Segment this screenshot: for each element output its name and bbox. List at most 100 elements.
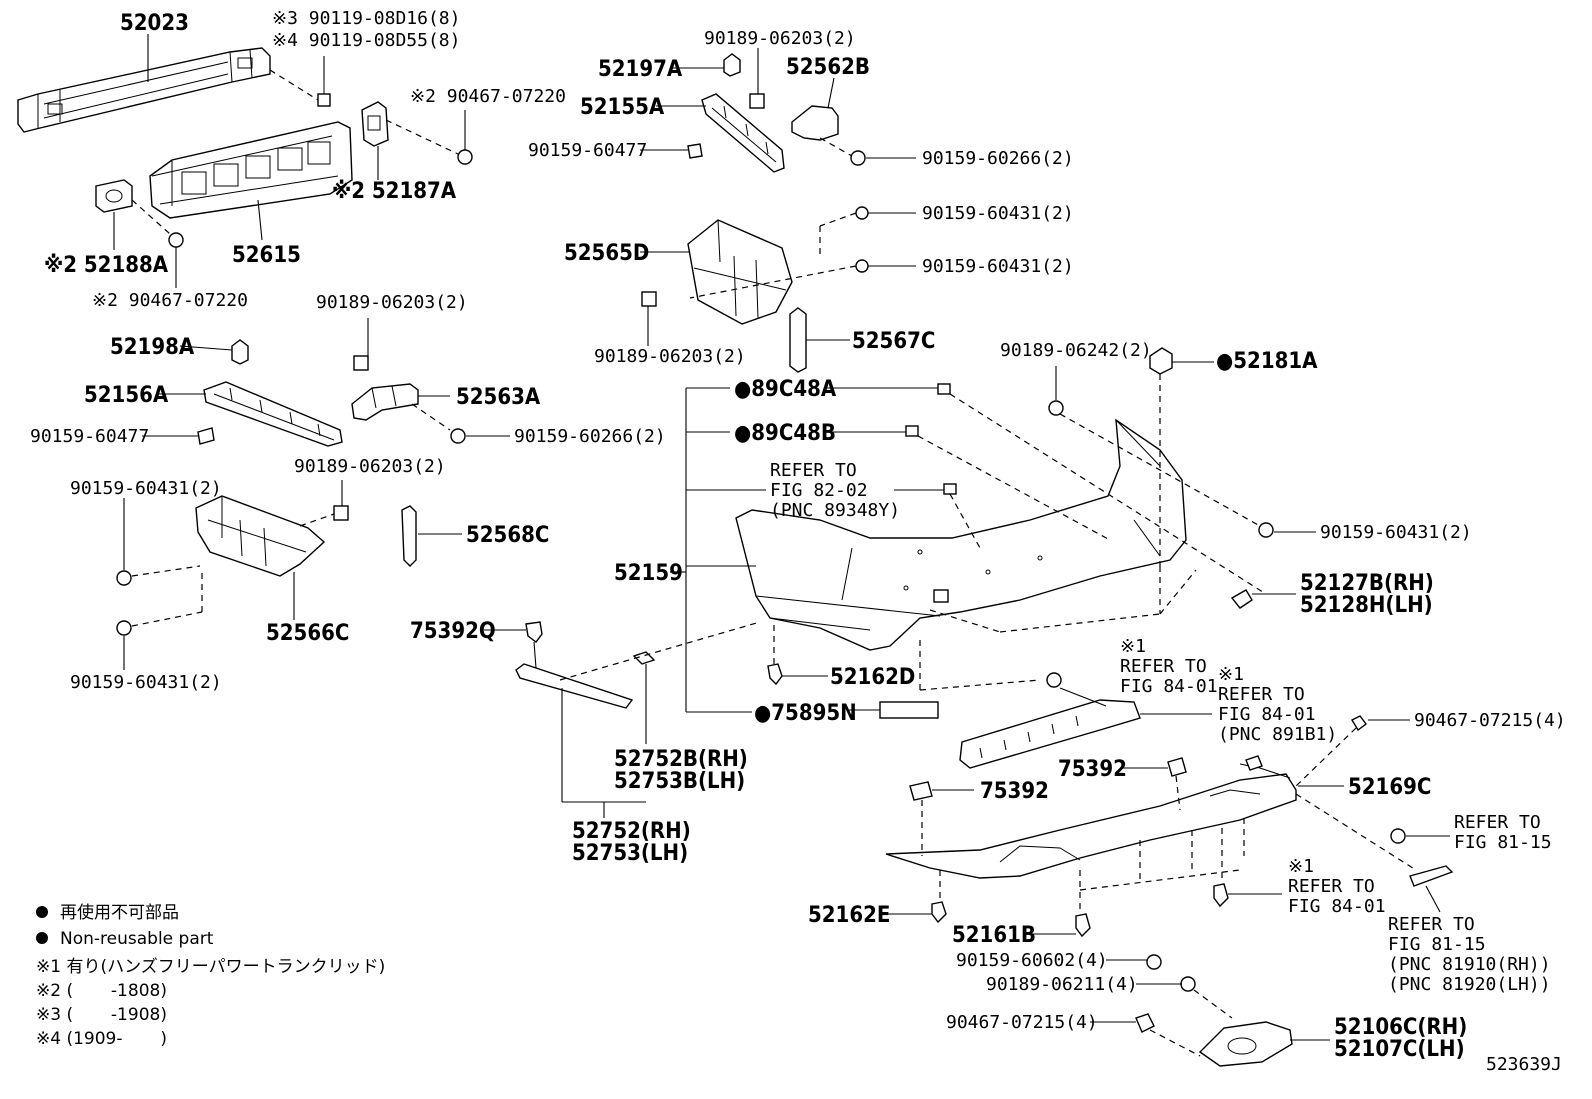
label-52188A: ※2 52188A (44, 253, 169, 278)
label-ref-84-01-a3: FIG 84-01 (1120, 676, 1218, 697)
label-90119-08D16: ※3 90119-08D16(8) (272, 8, 460, 29)
label-52615: 52615 (232, 243, 301, 268)
legend-non-reusable-en: Non-reusable part (60, 929, 214, 949)
label-90189-06203-c: 90189-06203(2) (704, 28, 856, 49)
clip-75392-a-icon (909, 781, 933, 801)
clip-90189-icon (353, 355, 369, 371)
part-52568C-spacer (401, 505, 417, 567)
screw-90159-60431-d-icon (855, 259, 869, 273)
label-75895N: ●75895N (754, 701, 857, 726)
label-52562B: 52562B (786, 55, 870, 80)
part-52155A-retainer (687, 53, 785, 173)
label-52161B: 52161B (952, 923, 1036, 948)
part-891B1-bracket (959, 672, 1141, 769)
leader-lines (113, 34, 1450, 1057)
label-52752B: 52752B(RH) (614, 747, 748, 772)
part-52181A-icon (1149, 347, 1173, 375)
clip-52198A-icon (231, 339, 249, 365)
label-52565D: 52565D (564, 241, 649, 266)
clip-89348Y-icon (943, 483, 957, 495)
label-52162E: 52162E (808, 903, 890, 928)
clip-90189-06203-d-icon (749, 93, 765, 109)
legend: 再使用不可部品 Non-reusable part ※1 有り(ハンズフリーパワ… (36, 902, 385, 1049)
label-52753B: 52753B(LH) (614, 769, 745, 794)
label-52128H: 52128H(LH) (1300, 593, 1433, 618)
clip-75392Q-icon (525, 621, 543, 643)
label-refer-82-02-b: FIG 82-02 (770, 480, 868, 501)
screw-90159-60266-icon (450, 428, 466, 444)
label-ref-81-15-b1: REFER TO (1388, 914, 1475, 935)
label-90159-60431-b: 90159-60431(2) (70, 672, 222, 693)
part-52159-bumper-cover (735, 418, 1187, 651)
reflector-81910-icon (1409, 865, 1454, 887)
bolt-90119-icon (317, 80, 331, 107)
label-75392-b: 75392 (1058, 757, 1127, 782)
legend-note-3: ※3 ( -1908) (36, 1005, 167, 1025)
label-ref-84-01-b4: (PNC 891B1) (1218, 724, 1337, 745)
label-52753: 52753(LH) (572, 841, 688, 866)
clip-52162D-icon (767, 663, 783, 686)
label-90189-06242: 90189-06242(2) (1000, 340, 1152, 361)
screw-90159-60431-a-icon (116, 570, 132, 586)
label-ref-81-15-b3: (PNC 81910(RH)) (1388, 954, 1551, 975)
label-90159-60266-b: 90159-60266(2) (922, 148, 1074, 169)
label-ref-81-15-a2: FIG 81-15 (1454, 832, 1552, 853)
clip-84-01-icon (1213, 883, 1229, 908)
part-75895N-icon (879, 701, 939, 719)
label-90467-07220-b: ※2 90467-07220 (92, 290, 248, 311)
screw-891B1-icon (1046, 672, 1062, 688)
part-52566C-bracket (116, 495, 349, 636)
part-52187A-bracket (361, 101, 389, 147)
part-81-15-icon (1390, 828, 1406, 844)
plug-90467-07220-b (168, 232, 184, 248)
label-ref-84-01-c3: FIG 84-01 (1288, 896, 1386, 917)
label-ref-84-01-c2: REFER TO (1288, 876, 1375, 897)
screw-90159-60477-icon (197, 427, 215, 445)
screw-90159-60266-b-icon (850, 150, 866, 166)
label-ref-84-01-a2: REFER TO (1120, 656, 1207, 677)
part-52752-garnish (515, 621, 656, 709)
legend-note-1: ※1 有り(ハンズフリーパワートランクリッド) (36, 957, 385, 977)
label-90159-60477-a: 90159-60477 (30, 426, 149, 447)
label-90159-60266-a: 90159-60266(2) (514, 426, 666, 447)
label-52107C: 52107C(LH) (1334, 1037, 1465, 1062)
label-90159-60431-a: 90159-60431(2) (70, 478, 222, 499)
label-52127B: 52127B(RH) (1300, 571, 1434, 596)
label-90189-06211: 90189-06211(4) (986, 974, 1138, 995)
screw-90159-60477-b-icon (687, 143, 703, 159)
label-90467-07220-a: ※2 90467-07220 (410, 86, 566, 107)
label-52566C: 52566C (266, 621, 349, 646)
label-90467-07215-a: 90467-07215(4) (1414, 710, 1566, 731)
clip-90467-07215-a-icon (1351, 715, 1367, 732)
part-52752B-icon (632, 651, 656, 665)
label-ref-84-01-b3: FIG 84-01 (1218, 704, 1316, 725)
part-52106C-bracket (1198, 1021, 1293, 1067)
label-ref-84-01-c1: ※1 (1288, 856, 1314, 877)
label-52752: 52752(RH) (572, 819, 691, 844)
label-90159-60477-b: 90159-60477 (528, 140, 647, 161)
clip-52197A-icon (723, 53, 741, 77)
screw-90159-60431-e-icon (1258, 522, 1274, 538)
label-52197A: 52197A (598, 57, 683, 82)
label-89C48A: ●89C48A (734, 377, 837, 402)
legend-note-4: ※4 (1909- ) (36, 1029, 167, 1049)
label-ref-81-15-b4: (PNC 81920(LH)) (1388, 974, 1551, 995)
label-52198A: 52198A (110, 335, 195, 360)
clip-89C48A-icon (937, 383, 951, 395)
label-ref-84-01-b1: ※1 (1218, 664, 1244, 685)
label-52162D: 52162D (830, 665, 915, 690)
label-90159-60602: 90159-60602(4) (956, 950, 1108, 971)
part-52615-absorber (149, 121, 353, 219)
part-52127B-icon (1230, 589, 1253, 609)
screw-90159-60431-b-icon (116, 620, 132, 636)
label-90159-60431-e: 90159-60431(2) (1320, 522, 1472, 543)
part-labels: 52023 ※3 90119-08D16(8) ※4 90119-08D55(8… (30, 8, 1566, 1075)
label-52568C: 52568C (466, 523, 549, 548)
label-90189-06203-a: 90189-06203(2) (316, 292, 468, 313)
label-52563A: 52563A (456, 385, 541, 410)
part-52156A-retainer (197, 339, 343, 447)
label-52567C: 52567C (852, 329, 935, 354)
label-75392Q: 75392Q (410, 619, 496, 644)
plug-90467-07220-a (457, 149, 473, 165)
